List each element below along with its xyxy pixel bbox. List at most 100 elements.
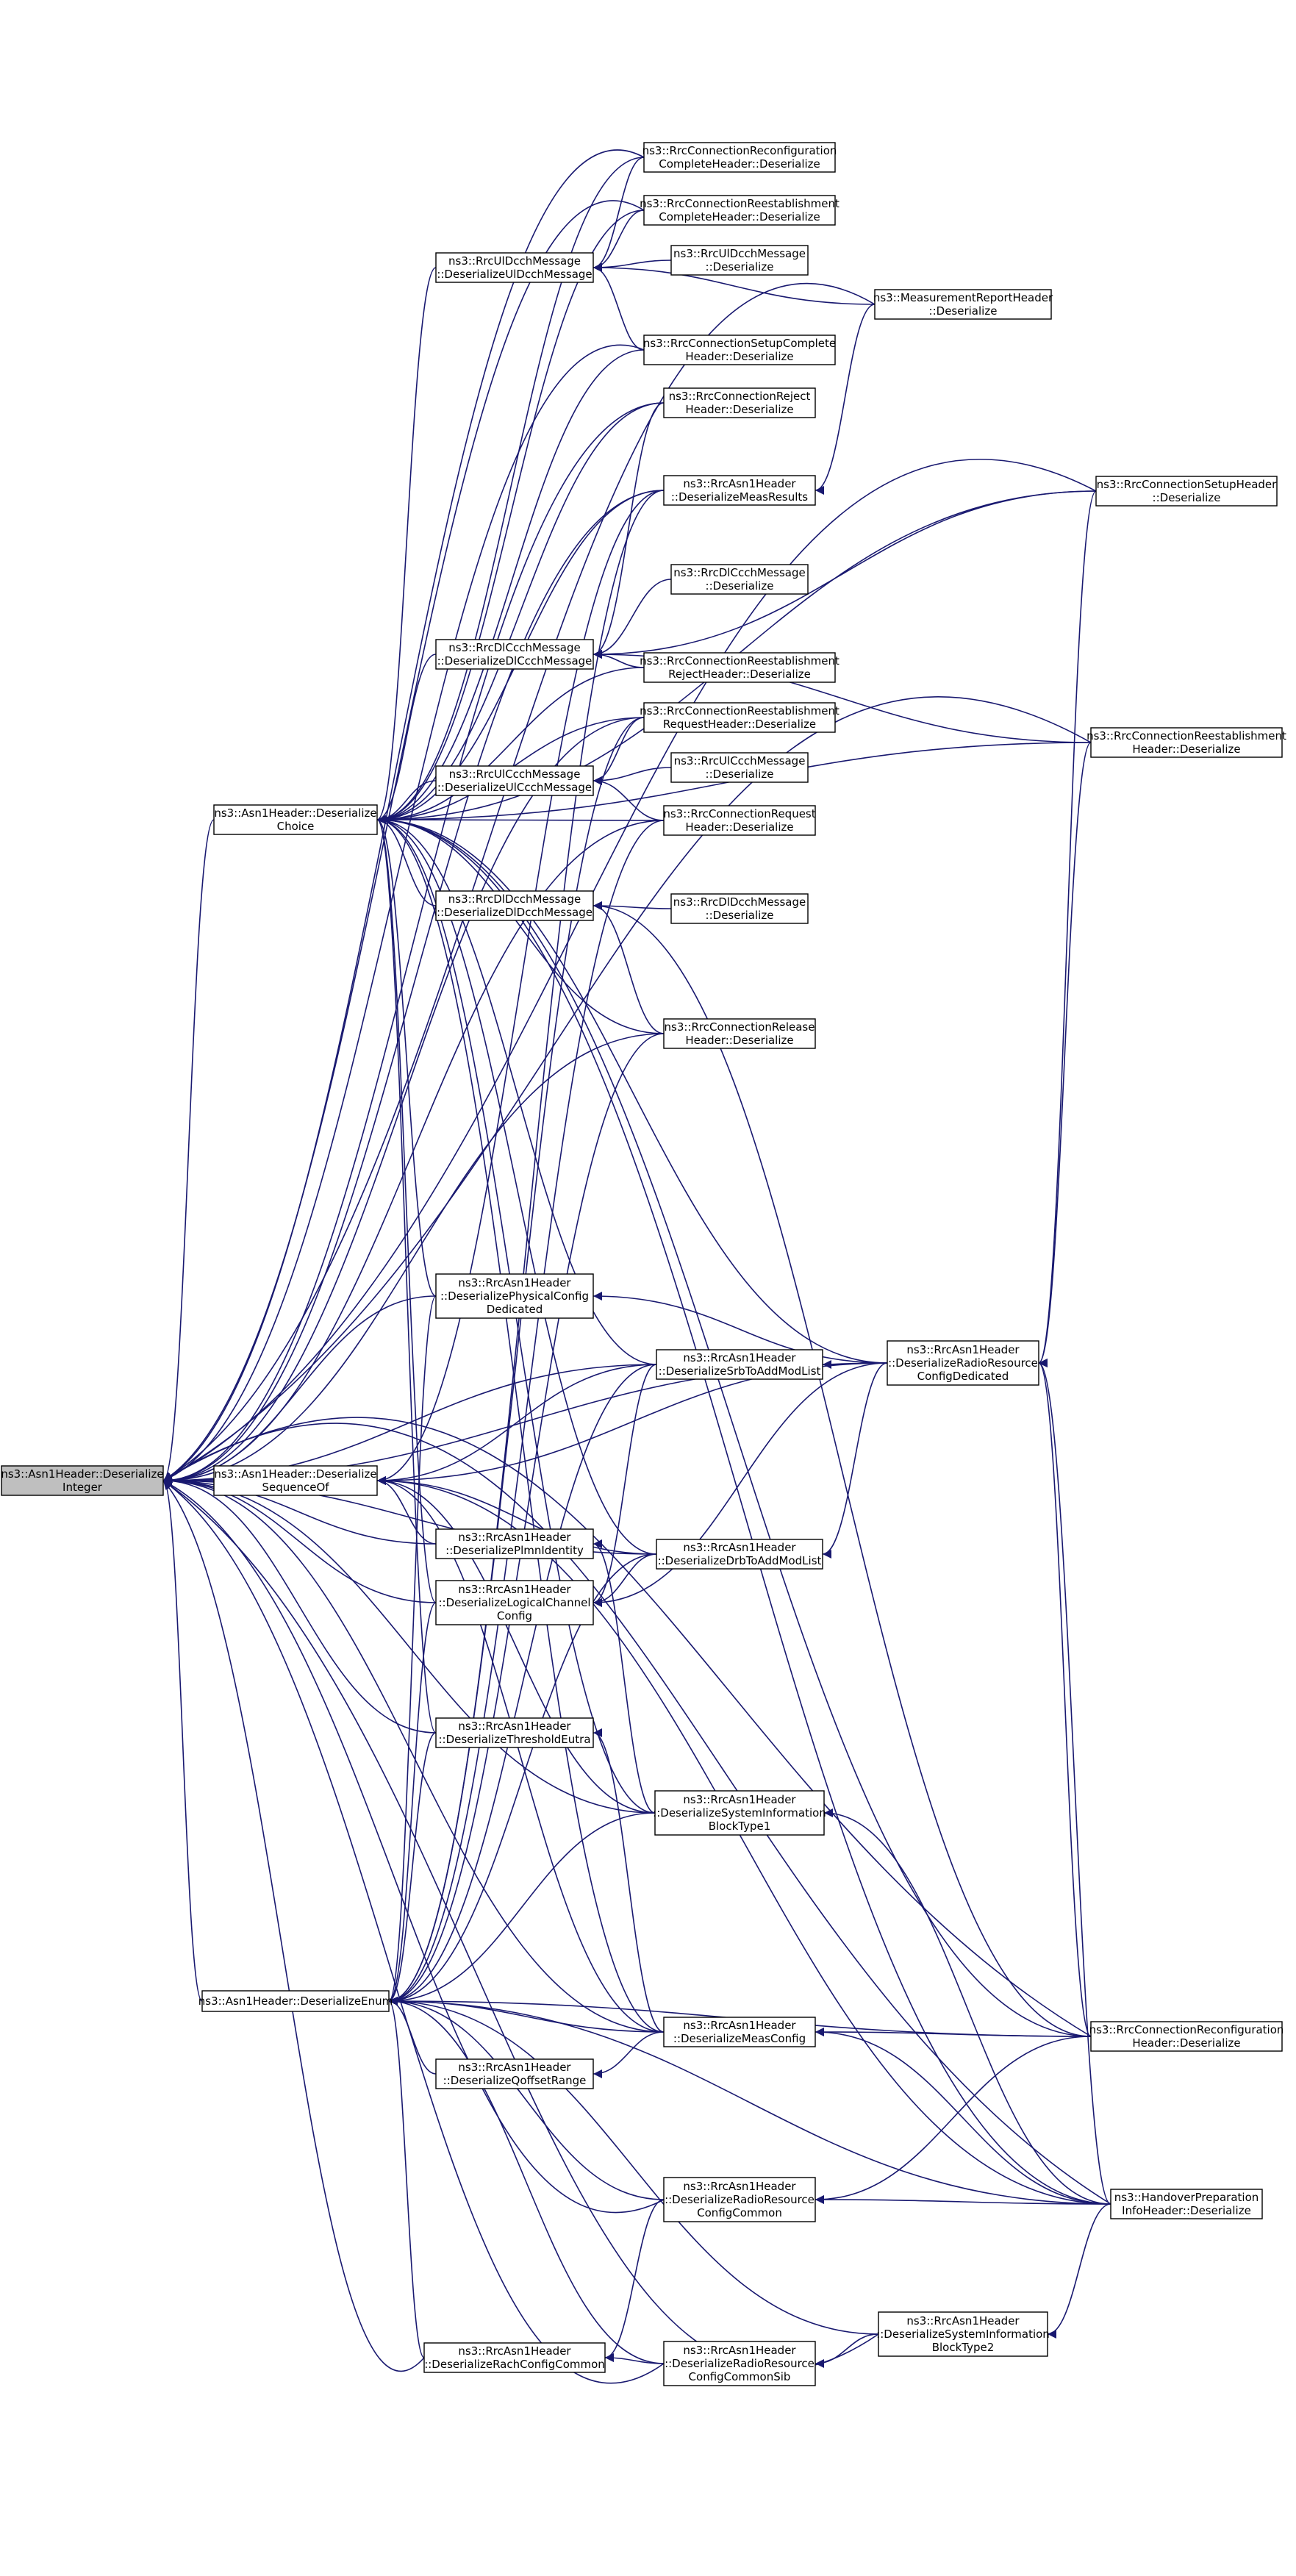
node-label-line: ::Deserialize bbox=[706, 909, 774, 922]
node-plmn[interactable]: ns3::RrcAsn1Header::DeserializePlmnIdent… bbox=[435, 1528, 594, 1559]
call-edge-recfgHeader-to-rrCommon bbox=[815, 2036, 1092, 2204]
node-srbMod[interactable]: ns3::RrcAsn1Header::DeserializeSrbToAddM… bbox=[656, 1349, 823, 1380]
node-label-line: ConfigCommonSib bbox=[689, 2370, 791, 2383]
call-edge-sib1-to-seqof bbox=[376, 1476, 656, 1814]
node-sib1[interactable]: ns3::RrcAsn1Header::DeserializeSystemInf… bbox=[653, 1790, 826, 1836]
node-box bbox=[435, 1273, 594, 1319]
node-box bbox=[435, 2058, 594, 2089]
node-recfgHeader[interactable]: ns3::RrcConnectionReconfigurationHeader:… bbox=[1089, 2021, 1284, 2052]
node-setupComplete[interactable]: ns3::RrcConnectionSetupCompleteHeader::D… bbox=[643, 334, 836, 365]
node-dlDcchDes[interactable]: ns3::RrcDlDcchMessage::Deserialize bbox=[670, 893, 809, 924]
node-label-line: SequenceOf bbox=[262, 1481, 329, 1494]
node-box bbox=[1110, 2189, 1263, 2219]
node-label-line: ns3::HandoverPreparation bbox=[1114, 2191, 1259, 2204]
node-box bbox=[663, 1018, 816, 1049]
node-rrCommonSib[interactable]: ns3::RrcAsn1Header::DeserializeRadioReso… bbox=[663, 2341, 816, 2386]
node-label-line: ::DeserializeDrbToAddModList bbox=[658, 1554, 822, 1567]
node-box bbox=[1090, 727, 1283, 758]
call-edge-rrCommonSib-to-enum bbox=[388, 1997, 665, 2364]
node-label-line: ns3::RrcConnectionReject bbox=[669, 390, 811, 403]
node-box bbox=[435, 765, 594, 796]
node-label-line: ::DeserializeDlDcchMessage bbox=[437, 906, 592, 919]
node-measReport[interactable]: ns3::MeasurementReportHeader::Deserializ… bbox=[873, 289, 1053, 320]
node-release[interactable]: ns3::RrcConnectionReleaseHeader::Deseria… bbox=[663, 1018, 816, 1049]
call-edge-recfgHeader-to-rrDedicated bbox=[1038, 1359, 1092, 2037]
node-ulCcchDes[interactable]: ns3::RrcUlCcchMessage::Deserialize bbox=[670, 752, 809, 783]
node-reestReject[interactable]: ns3::RrcConnectionReestablishmentRejectH… bbox=[640, 652, 839, 683]
node-dlCcch[interactable]: ns3::RrcDlCcchMessage::DeserializeDlCcch… bbox=[435, 639, 594, 670]
node-ulDcchDes[interactable]: ns3::RrcUlDcchMessage::Deserialize bbox=[670, 245, 809, 276]
node-label-line: Dedicated bbox=[487, 1303, 543, 1316]
node-box bbox=[643, 142, 836, 173]
node-box bbox=[435, 252, 594, 283]
node-dlDcch[interactable]: ns3::RrcDlDcchMessage::DeserializeDlDcch… bbox=[435, 890, 594, 921]
node-dlCcchDes[interactable]: ns3::RrcDlCcchMessage::Deserialize bbox=[670, 564, 809, 595]
call-edge-handover-to-rrDedicated bbox=[1038, 1359, 1111, 2205]
node-label-line: ::Deserialize bbox=[1153, 491, 1221, 504]
node-measResults[interactable]: ns3::RrcAsn1Header::DeserializeMeasResul… bbox=[663, 475, 816, 506]
call-edge-measResults-to-seqof bbox=[376, 490, 665, 1485]
node-handover[interactable]: ns3::HandoverPreparationInfoHeader::Dese… bbox=[1110, 2189, 1263, 2219]
node-label-line: ns3::RrcConnectionReestablishment bbox=[640, 704, 839, 718]
node-label-line: ns3::RrcAsn1Header bbox=[683, 1793, 796, 1806]
node-label-line: ns3::RrcAsn1Header bbox=[458, 2061, 571, 2074]
node-connRequest[interactable]: ns3::RrcConnectionRequestHeader::Deseria… bbox=[663, 805, 816, 836]
node-sib2[interactable]: ns3::RrcAsn1Header::DeserializeSystemInf… bbox=[876, 2311, 1050, 2357]
call-edge-reestHeader-to-root bbox=[162, 696, 1092, 1481]
call-edge-reject-to-choice bbox=[376, 402, 665, 824]
node-label-line: Integer bbox=[62, 1481, 103, 1494]
node-reject[interactable]: ns3::RrcConnectionRejectHeader::Deserial… bbox=[663, 387, 816, 418]
node-box bbox=[663, 2341, 816, 2386]
node-label-line: ns3::RrcConnectionReestablishment bbox=[1086, 729, 1286, 743]
node-ulCcch[interactable]: ns3::RrcUlCcchMessage::DeserializeUlCcch… bbox=[435, 765, 594, 796]
node-enum[interactable]: ns3::Asn1Header::DeserializeEnum bbox=[198, 1990, 393, 2012]
node-physCfg[interactable]: ns3::RrcAsn1Header::DeserializePhysicalC… bbox=[435, 1273, 594, 1319]
node-box bbox=[887, 1340, 1039, 1386]
node-label-line: ns3::RrcAsn1Header bbox=[683, 2180, 796, 2193]
call-edge-reestRequest-to-root bbox=[162, 717, 645, 1485]
node-reestRequest[interactable]: ns3::RrcConnectionReestablishmentRequest… bbox=[640, 702, 839, 733]
call-edge-rrDedicated-to-drbMod bbox=[822, 1362, 888, 1559]
call-edge-recfgHeader-to-root bbox=[162, 1417, 1092, 2037]
node-label-line: Config bbox=[497, 1609, 532, 1622]
call-edge-enum-to-root bbox=[162, 1476, 203, 2002]
node-label-line: ConfigDedicated bbox=[917, 1370, 1009, 1383]
node-logCh[interactable]: ns3::RrcAsn1Header::DeserializeLogicalCh… bbox=[435, 1580, 594, 1625]
node-box bbox=[643, 652, 836, 683]
call-edge-rrCommon-to-rach bbox=[604, 2199, 665, 2362]
node-ulDcch[interactable]: ns3::RrcUlDcchMessage::DeserializeUlDcch… bbox=[435, 252, 594, 283]
call-edge-connRequest-to-ulCcch bbox=[592, 776, 665, 821]
node-box bbox=[643, 702, 836, 733]
call-edge-recfgHeader-to-measConfig bbox=[815, 2028, 1092, 2037]
node-label-line: ns3::Asn1Header::DeserializeEnum bbox=[198, 1994, 393, 2008]
node-rrDedicated[interactable]: ns3::RrcAsn1Header::DeserializeRadioReso… bbox=[887, 1340, 1039, 1386]
node-label-line: Header::Deserialize bbox=[685, 350, 793, 363]
node-label-line: ns3::RrcDlCcchMessage bbox=[448, 641, 580, 654]
call-edge-logCh-to-root bbox=[162, 1476, 437, 1603]
node-rach[interactable]: ns3::RrcAsn1Header::DeserializeRachConfi… bbox=[423, 2342, 606, 2373]
node-box bbox=[213, 804, 378, 835]
call-edge-drbMod-to-seqof bbox=[376, 1476, 657, 1555]
node-label-line: CompleteHeader::Deserialize bbox=[659, 157, 820, 171]
node-measConfig[interactable]: ns3::RrcAsn1Header::DeserializeMeasConfi… bbox=[663, 2017, 816, 2047]
call-edge-plmn-to-root bbox=[162, 1476, 437, 1545]
call-edges bbox=[162, 149, 1111, 2384]
node-drbMod[interactable]: ns3::RrcAsn1Header::DeserializeDrbToAddM… bbox=[656, 1539, 823, 1570]
node-label-line: ns3::RrcAsn1Header bbox=[906, 2314, 1020, 2328]
node-reestComplete[interactable]: ns3::RrcConnectionReestablishmentComplet… bbox=[640, 195, 839, 226]
node-setupHeader[interactable]: ns3::RrcConnectionSetupHeader::Deseriali… bbox=[1095, 476, 1278, 507]
node-qoff[interactable]: ns3::RrcAsn1Header::DeserializeQoffsetRa… bbox=[435, 2058, 594, 2089]
node-thresh[interactable]: ns3::RrcAsn1Header::DeserializeThreshold… bbox=[435, 1717, 594, 1748]
call-edge-sib1-to-plmn bbox=[592, 1539, 656, 1814]
node-recfgComplete[interactable]: ns3::RrcConnectionReconfigurationComplet… bbox=[642, 142, 837, 173]
node-label-line: ::Deserialize bbox=[706, 260, 774, 273]
node-rrCommon[interactable]: ns3::RrcAsn1Header::DeserializeRadioReso… bbox=[663, 2177, 816, 2222]
node-reestHeader[interactable]: ns3::RrcConnectionReestablishmentHeader:… bbox=[1086, 727, 1286, 758]
call-edge-srbMod-to-enum bbox=[388, 1364, 657, 2006]
node-label-line: Header::Deserialize bbox=[685, 820, 793, 834]
call-edge-measReport-to-ulDcch bbox=[592, 263, 876, 305]
call-edge-physCfg-to-root bbox=[162, 1295, 437, 1485]
